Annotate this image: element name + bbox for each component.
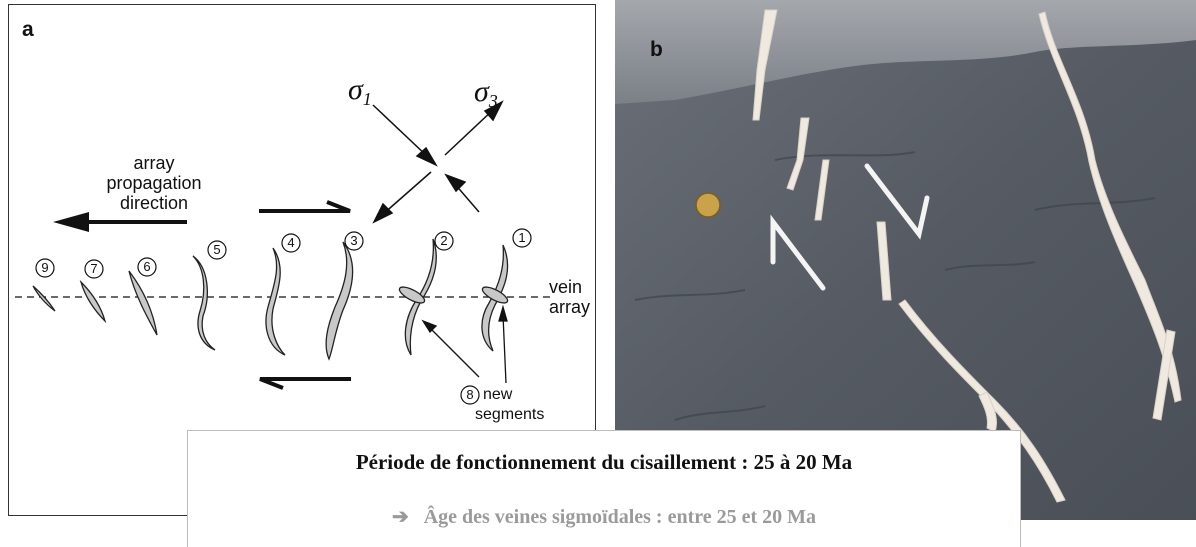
new-segments-line-2: segments <box>475 405 544 425</box>
panel-b-label: b <box>650 38 663 62</box>
caption-box: Période de fonctionnement du cisaillemen… <box>187 430 1021 547</box>
panel-a-label: a <box>22 18 34 42</box>
stress-cross <box>373 102 502 222</box>
propagation-arrow <box>53 212 187 232</box>
new-segments-label: new segments <box>483 385 544 425</box>
propagation-line-2: propagation <box>89 173 219 193</box>
vein-array-label: vein array <box>549 277 590 317</box>
new-segments-line-1: new <box>483 385 544 405</box>
vein-number-5: 5 <box>210 241 224 259</box>
sigmoidal-veins <box>33 239 510 359</box>
vein-number-4: 4 <box>284 234 298 252</box>
sigma1-label: σ1 <box>348 73 372 110</box>
sigma3-label: σ3 <box>474 75 498 112</box>
shear-period-title: Période de fonctionnement du cisaillemen… <box>188 450 1020 475</box>
coin-scale <box>696 193 720 217</box>
vein-number-3: 3 <box>347 232 361 250</box>
vein-age-conclusion: ➔ Âge des veines sigmoïdales : entre 25 … <box>188 504 1020 529</box>
vein-array-line-1: vein <box>549 277 590 297</box>
vein-number-8: 8 <box>463 386 477 404</box>
vein-number-1: 1 <box>515 229 529 247</box>
conclusion-text: Âge des veines sigmoïdales : entre 25 et… <box>424 506 816 528</box>
new-segment-pointers <box>423 307 507 383</box>
arrow-icon: ➔ <box>392 506 409 528</box>
propagation-label: array propagation direction <box>89 153 219 213</box>
vein-number-7: 7 <box>87 260 101 278</box>
vein-array-line-2: array <box>549 297 590 317</box>
vein-number-6: 6 <box>140 258 154 276</box>
propagation-line-1: array <box>89 153 219 173</box>
vein-number-2: 2 <box>437 232 451 250</box>
vein-number-9: 9 <box>38 259 52 277</box>
propagation-line-3: direction <box>89 193 219 213</box>
